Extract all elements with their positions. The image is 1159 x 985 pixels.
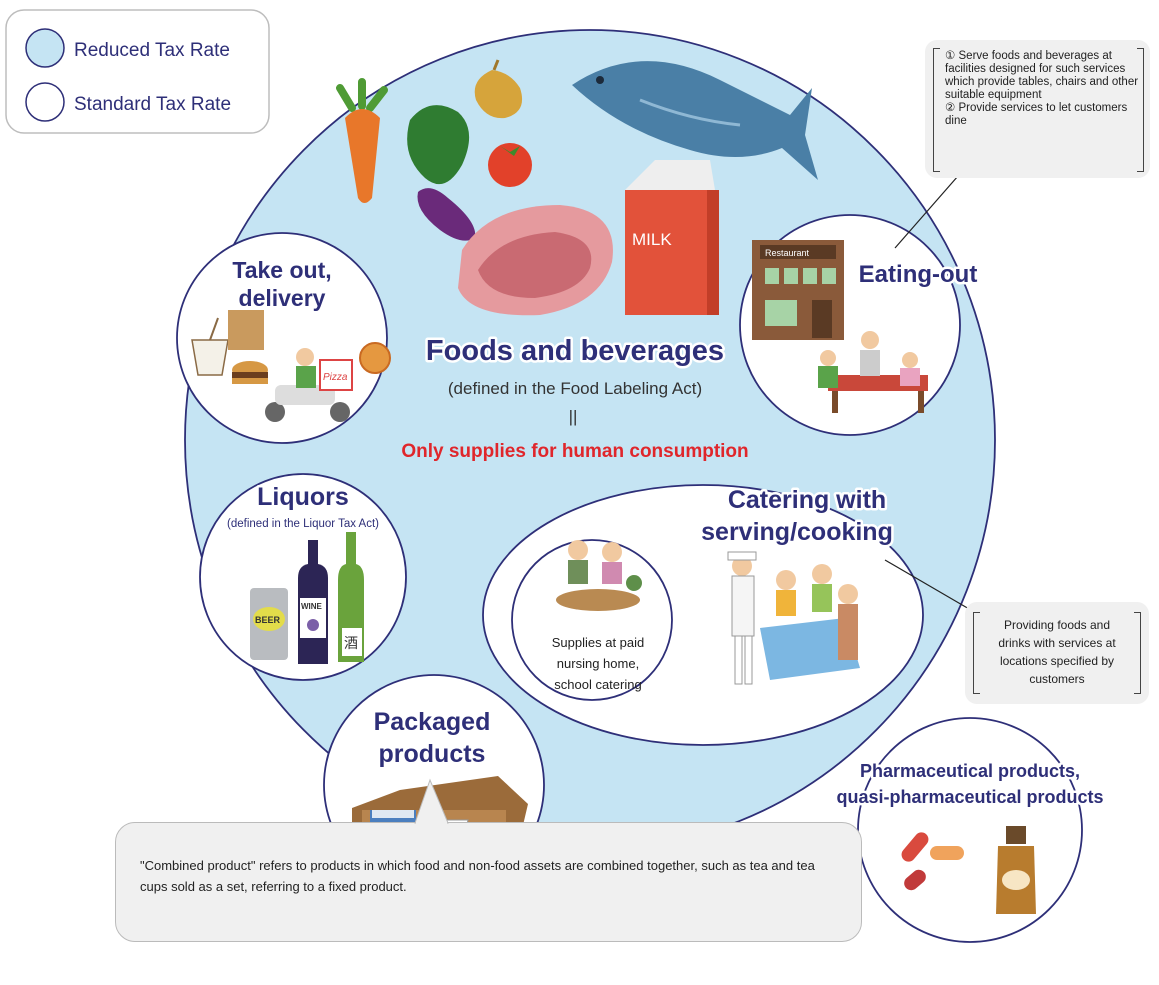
legend-reduced-label: Reduced Tax Rate: [74, 40, 230, 61]
delivery-scooter-icon: Pizza: [265, 348, 353, 422]
takeout-label-line2: delivery: [239, 285, 326, 311]
liquors-subtitle: (defined in the Liquor Tax Act): [227, 518, 379, 530]
beer-label: BEER: [255, 615, 281, 625]
nursing-home-icon: [556, 540, 642, 611]
milk-carton-icon: MILK: [625, 160, 719, 315]
packaged-label-line1: Packaged: [374, 708, 491, 736]
legend-standard-label: Standard Tax Rate: [74, 94, 231, 115]
catering-label-line1: Catering with: [728, 486, 886, 514]
liquors-title: Liquors: [257, 483, 349, 511]
note-bracket-left: [933, 48, 940, 172]
catering-note-line3: locations specified by: [999, 654, 1115, 668]
eating-out-leader-line: [894, 167, 966, 249]
pharma-circle: [857, 717, 1083, 943]
burger-icon: [232, 361, 268, 384]
restaurant-sign: Restaurant: [765, 248, 810, 258]
pizza-sign: Pizza: [323, 372, 348, 383]
catering-note: Providing foods and drinks with services…: [965, 602, 1149, 704]
carrot-icon: [336, 78, 388, 203]
beer-can-icon: BEER: [250, 588, 288, 660]
pizza-icon: [359, 342, 391, 374]
green-pepper-icon: [407, 105, 470, 185]
catering-label-line2: serving/cooking: [701, 518, 893, 546]
fish-icon: [572, 61, 818, 181]
main-text: Foods and beverages (defined in the Food…: [401, 333, 748, 463]
catering-group: Catering with serving/cooking Supplies a…: [482, 484, 924, 746]
nursing-line3: school catering: [554, 677, 641, 692]
eating-out-note: ① Serve foods and beverages at facilitie…: [925, 40, 1150, 178]
catering-service-icon: [727, 551, 860, 685]
medicine-icon: [901, 826, 1036, 914]
paper-bag-icon: [228, 310, 264, 350]
eating-out-note-item2: ② Provide services to let customers dine: [945, 102, 1128, 127]
tomato-icon: [488, 143, 532, 187]
combined-product-note: "Combined product" refers to products in…: [115, 822, 862, 942]
eating-out-note-item1: ① Serve foods and beverages at facilitie…: [945, 50, 1139, 101]
legend-reduced-swatch: [25, 28, 65, 68]
sake-bottle-icon: 酒: [338, 532, 364, 662]
wine-bottle-icon: WINE: [298, 540, 328, 664]
diners-icon: [818, 331, 928, 413]
pharma-label-line1: Pharmaceutical products,: [860, 761, 1080, 781]
pharma-group: Pharmaceutical products, quasi-pharmaceu…: [834, 717, 1106, 943]
sake-label: 酒: [344, 635, 358, 651]
main-title: Foods and beverages: [426, 335, 724, 367]
onion-icon: [474, 59, 523, 119]
nursing-line2: nursing home,: [557, 656, 639, 671]
catering-note-line1: Providing foods and: [1003, 618, 1111, 632]
takeout-group: Take out, delivery Pizza: [176, 232, 391, 444]
packaged-label-line2: products: [379, 740, 486, 768]
nursing-circle: [511, 539, 673, 701]
main-equals: ||: [569, 407, 578, 426]
pharma-label-line2: quasi-pharmaceutical products: [836, 787, 1103, 807]
note-bracket-right: [1137, 48, 1144, 172]
meat-icon: [458, 205, 613, 316]
restaurant-building-icon: Restaurant: [752, 240, 844, 340]
main-subtitle: (defined in the Food Labeling Act): [448, 379, 702, 398]
milk-label: MILK: [632, 230, 672, 249]
catering-note-line4: customers: [1029, 672, 1085, 686]
combined-note-text: "Combined product" refers to products in…: [140, 858, 815, 894]
liquors-group: Liquors (defined in the Liquor Tax Act) …: [199, 473, 407, 681]
nursing-line1: Supplies at paid: [552, 635, 645, 650]
main-highlight: Only supplies for human consumption: [401, 441, 748, 462]
eating-out-group: Restaurant Eating-out: [739, 214, 980, 436]
legend-standard-swatch: [25, 82, 65, 122]
legend: Reduced Tax Rate Standard Tax Rate: [5, 9, 270, 134]
food-illustrations: MILK: [336, 59, 818, 316]
catering-note-line2: drinks with services at: [998, 636, 1116, 650]
eating-out-label: Eating-out: [859, 261, 978, 288]
drink-cup-icon: [191, 317, 229, 376]
eggplant-icon: [417, 188, 476, 241]
takeout-label-line1: Take out,: [232, 257, 331, 283]
wine-label: WINE: [301, 602, 323, 611]
